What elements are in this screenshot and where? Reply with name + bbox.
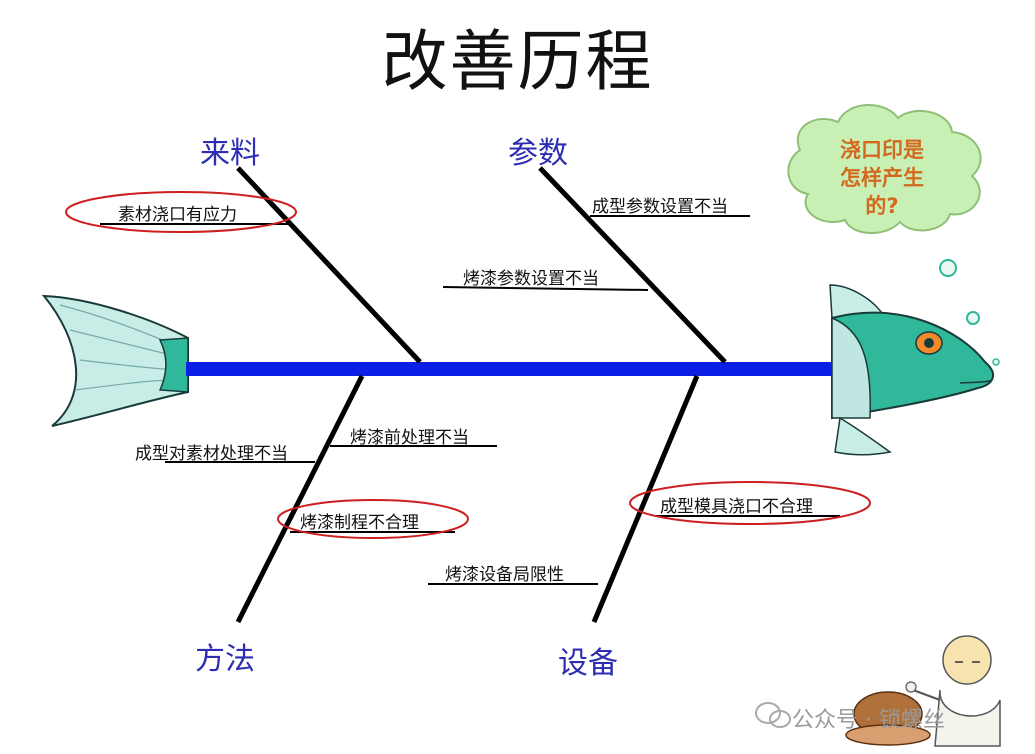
thought-cloud-icon	[787, 104, 982, 235]
question-line: 怎样产生	[840, 166, 924, 190]
category-materials: 来料	[200, 136, 260, 171]
highlight-ellipse	[277, 499, 469, 539]
page-title: 改善历程	[381, 23, 654, 100]
question-line: 浇口印是	[840, 138, 924, 162]
cause-method-process: 烤漆制程不合理	[300, 513, 419, 533]
category-equipment: 设备	[558, 646, 618, 681]
cause-method-pretreatment: 成型对素材处理不当	[135, 444, 288, 464]
highlight-ellipse	[629, 481, 871, 525]
bone-parameters	[538, 166, 727, 364]
cause-param-molding: 成型参数设置不当	[592, 197, 728, 217]
wechat-icon	[755, 702, 791, 728]
bone-materials	[236, 166, 422, 364]
cause-equip-mold-gate: 成型模具浇口不合理	[660, 497, 813, 517]
highlight-ellipse	[65, 191, 297, 233]
fish-spine	[186, 362, 836, 376]
bone-methods	[235, 374, 365, 624]
cause-method-baking-pre: 烤漆前处理不当	[350, 428, 469, 448]
watermark-text: 公众号 · 锁螺丝	[792, 708, 945, 733]
fish-tail-icon	[41, 294, 189, 427]
question-line: 的?	[865, 194, 899, 218]
fish-head-icon	[829, 284, 995, 456]
cause-equip-baking-limit: 烤漆设备局限性	[445, 565, 564, 585]
bubble-icon	[939, 259, 957, 277]
question-text: 浇口印是 怎样产生 的?	[822, 136, 942, 220]
cause-material-stress: 素材浇口有应力	[118, 205, 237, 225]
cause-param-baking: 烤漆参数设置不当	[463, 269, 599, 289]
bubble-icon	[992, 358, 1000, 366]
monk-cartoon-icon	[845, 635, 1001, 747]
cause-underline	[442, 286, 649, 291]
bone-equipment	[591, 375, 700, 623]
bubble-icon	[966, 311, 980, 325]
category-parameters: 参数	[508, 136, 568, 171]
category-methods: 方法	[195, 642, 255, 677]
